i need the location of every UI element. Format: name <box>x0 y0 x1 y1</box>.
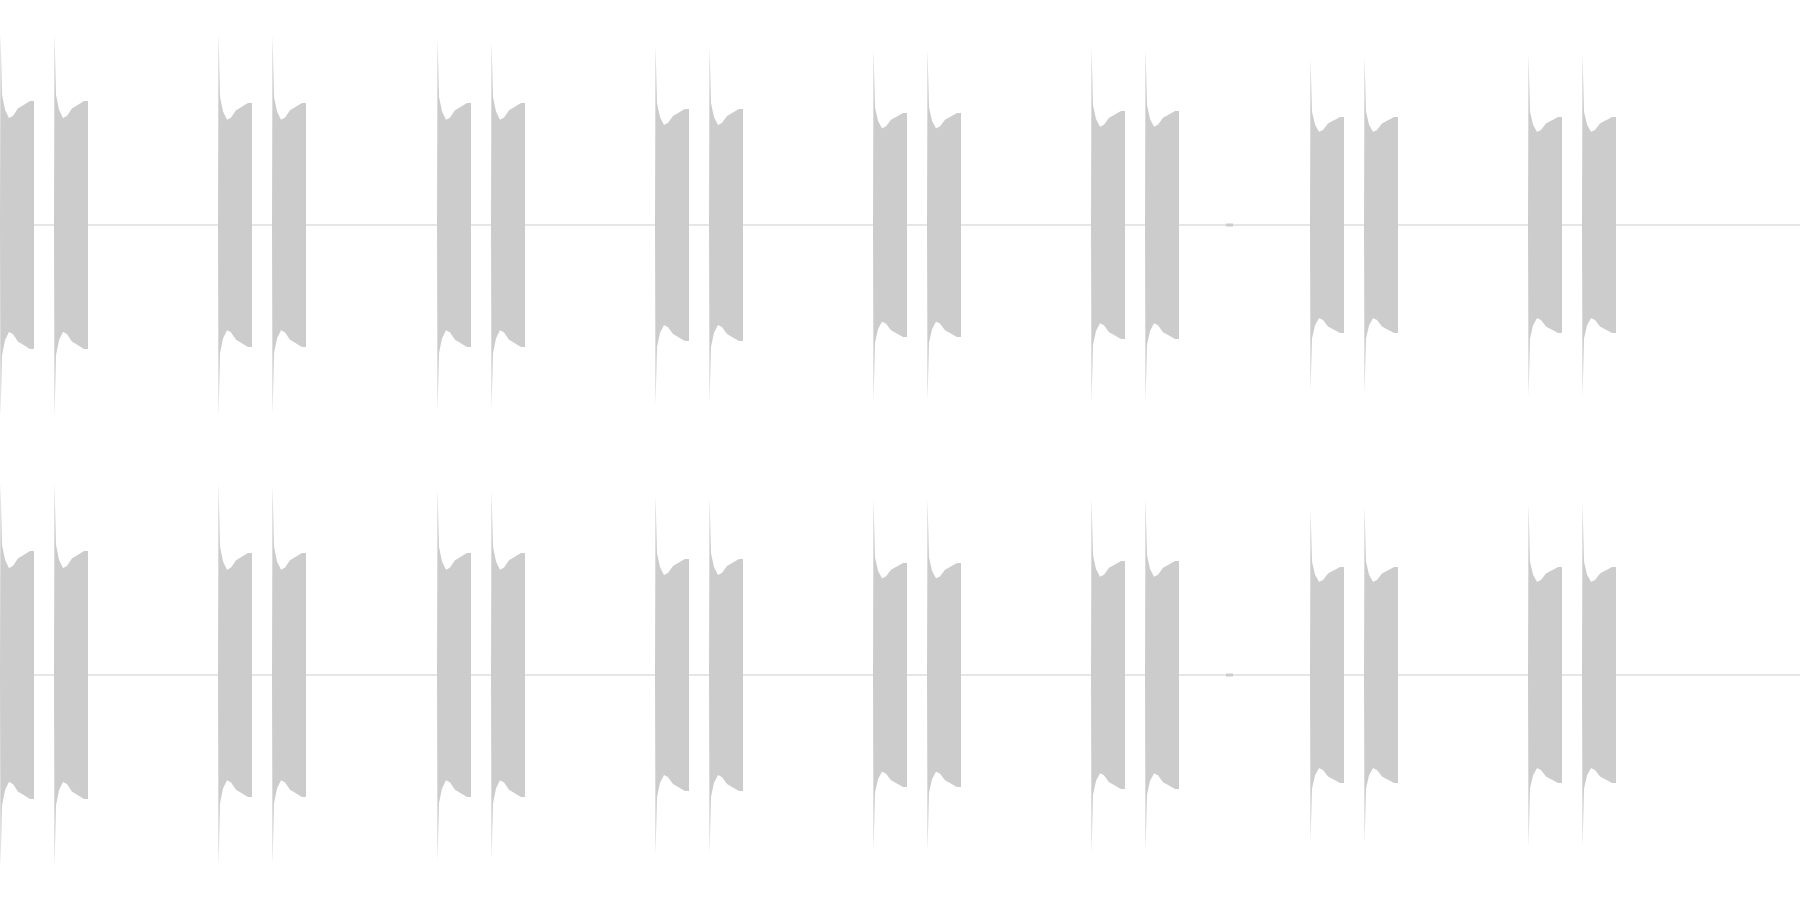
waveform-burst <box>218 33 252 417</box>
waveform-burst <box>1364 57 1398 393</box>
waveform-burst <box>927 499 961 851</box>
waveform-burst <box>1310 59 1344 391</box>
waveform-burst <box>1145 49 1179 401</box>
waveform-burst <box>1528 503 1562 847</box>
waveform-burst <box>1310 509 1344 841</box>
waveform-burst <box>437 489 471 861</box>
waveform-blip <box>1226 673 1233 677</box>
waveform-burst <box>218 483 252 867</box>
waveform-burst <box>709 497 743 853</box>
channel-left[interactable] <box>0 0 1800 450</box>
waveform-burst <box>655 495 689 855</box>
waveform-burst <box>1582 53 1616 397</box>
waveform-burst <box>1145 499 1179 851</box>
waveform-burst <box>1091 497 1125 853</box>
waveform-burst <box>927 49 961 401</box>
waveform-burst <box>1091 47 1125 403</box>
waveform-burst <box>1528 53 1562 397</box>
waveform-burst <box>272 485 306 865</box>
waveform-burst <box>0 33 34 417</box>
waveform-burst <box>272 35 306 415</box>
waveform-burst <box>491 41 525 409</box>
waveform-burst <box>873 499 907 851</box>
waveform-burst <box>655 45 689 405</box>
channel-right[interactable] <box>0 450 1800 900</box>
waveform-burst <box>709 47 743 403</box>
waveform-burst <box>1582 503 1616 847</box>
waveform-burst <box>54 483 88 867</box>
waveform-burst <box>491 491 525 859</box>
waveform-burst <box>54 33 88 417</box>
waveform-burst <box>873 49 907 401</box>
waveform-burst <box>1364 507 1398 843</box>
waveform-blip <box>1226 223 1233 227</box>
waveform-burst <box>437 39 471 411</box>
waveform-burst <box>0 483 34 867</box>
